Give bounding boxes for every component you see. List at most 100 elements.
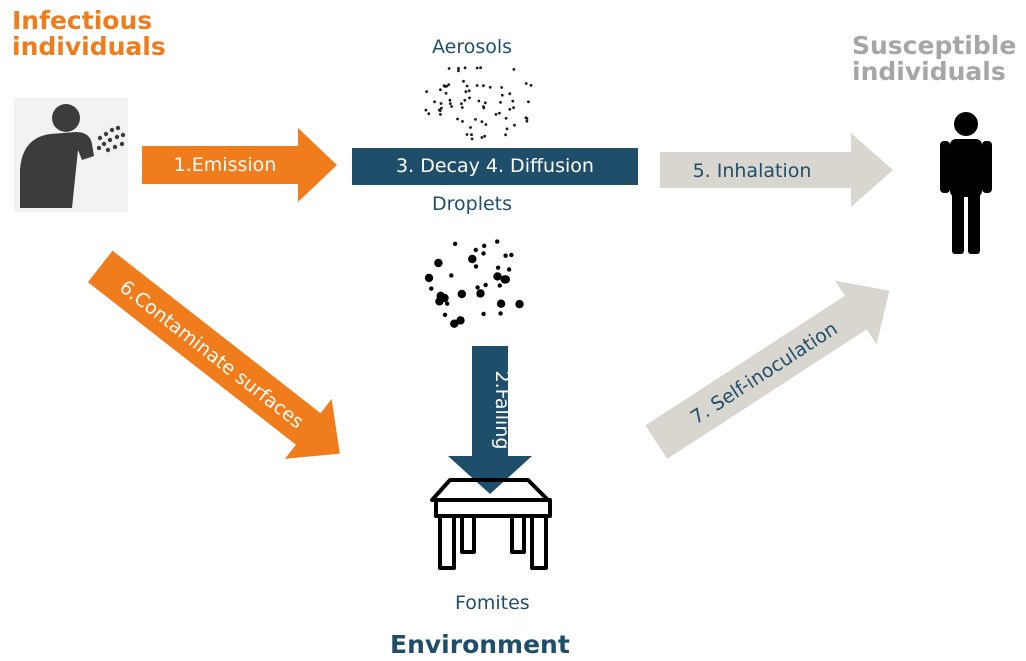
aerosol-dot [505,127,509,131]
droplet-dot [440,293,449,303]
aerosol-dot [469,126,472,129]
aerosol-particles-icon [424,66,533,141]
droplet-dot [503,253,508,258]
aerosol-dot [457,67,460,70]
aerosol-dot [524,82,528,85]
aerosol-dot [465,84,469,88]
aerosol-dot [499,101,502,104]
contaminate-surfaces-label: 6.Contaminate surfaces [115,276,307,433]
aerosol-dot [457,69,460,73]
aerosol-dot [439,102,443,105]
aerosol-dot [488,85,492,89]
droplet-dot [424,273,434,283]
droplet-dot [429,286,434,291]
aerosol-dot [439,88,442,92]
aerosol-dot [475,84,479,87]
droplet-dot [476,289,485,298]
aerosol-dot [504,116,508,120]
emission-label: 1.Emission [174,154,277,176]
droplet-dot [442,312,448,317]
aerosol-dot [439,113,442,116]
aerosol-dot [529,83,533,87]
aerosol-dot [480,120,484,123]
aerosol-dot [477,99,481,103]
aerosol-dot [525,119,529,123]
droplet-dot [498,311,503,316]
aerosol-dot [465,133,469,136]
aerosol-dot [447,67,451,70]
droplet-dot [457,289,466,299]
droplet-dot [495,239,500,244]
aerosol-dot [512,68,516,71]
inhalation-label: 5. Inhalation [693,160,812,182]
droplet-dot [434,258,443,268]
aerosol-dot [508,92,512,96]
self-inoculation-arrow: 7. Self-inoculation [645,280,890,459]
droplet-dot [495,265,501,270]
table-icon [430,478,552,570]
aerosol-dot [461,120,464,123]
aerosol-dot [447,83,451,87]
inhalation-arrow: 5. Inhalation [660,133,893,207]
aerosol-dot [527,100,530,104]
aerosol-dot [525,117,529,120]
aerosol-dot [463,66,467,70]
aerosol-dot [464,90,468,94]
aerosol-dot [482,105,485,109]
aerosol-dot [460,102,463,106]
aerosol-dot [450,105,453,108]
droplet-dot [509,252,514,258]
droplet-dot [496,299,506,308]
standing-person-icon [940,112,992,254]
aerosol-dot [504,133,507,137]
droplet-dot [481,251,486,256]
droplet-dot [468,254,477,264]
aerosol-dot [484,123,488,126]
falling-label: 2.Falling [491,371,513,450]
aerosol-dot [467,89,471,93]
aerosol-dot [494,112,498,116]
droplet-dot [483,282,488,288]
environment-heading: Environment [390,630,570,659]
droplet-dot [449,273,454,278]
falling-arrow: 2.Falling [448,346,532,494]
aerosol-dot [424,108,428,112]
aerosol-dot [511,99,515,103]
droplet-dot [452,241,458,246]
droplet-dot [450,319,459,328]
aerosol-dot [500,93,504,97]
contaminate-surfaces-arrow: 6.Contaminate surfaces [87,250,340,459]
aerosol-dot [475,66,479,70]
droplet-dot [493,272,502,281]
aerosol-dot [462,79,465,83]
aerosol-dot [440,106,443,110]
decay-diffusion-bar: 3. Decay 4. Diffusion [352,148,638,185]
fomites-label: Fomites [455,592,530,614]
aerosol-dot [468,96,471,100]
coughing-person-icon [14,98,128,212]
droplet-dot [515,299,524,309]
aerosol-dot [470,133,473,137]
droplet-particles-icon [424,239,524,328]
aerosol-dot [463,98,467,102]
droplet-dot [475,285,480,290]
aerosol-dot [444,91,448,95]
aerosol-dot [483,101,487,105]
aerosol-dot [508,107,512,111]
aerosol-dot [425,90,428,93]
aerosol-dot [474,118,477,121]
susceptible-individuals-heading: Susceptible individuals [852,31,1017,86]
aerosol-dot [470,137,474,141]
aerosol-dot [479,66,482,70]
aerosol-dot [433,100,436,104]
droplet-dot [473,264,479,269]
droplet-dot [481,311,486,317]
droplet-dot [456,316,465,325]
droplet-dot [482,243,487,248]
aerosol-dot [460,106,464,109]
aerosol-dot [438,109,442,113]
aerosol-dot [512,106,515,109]
aerosol-dot [482,84,485,88]
